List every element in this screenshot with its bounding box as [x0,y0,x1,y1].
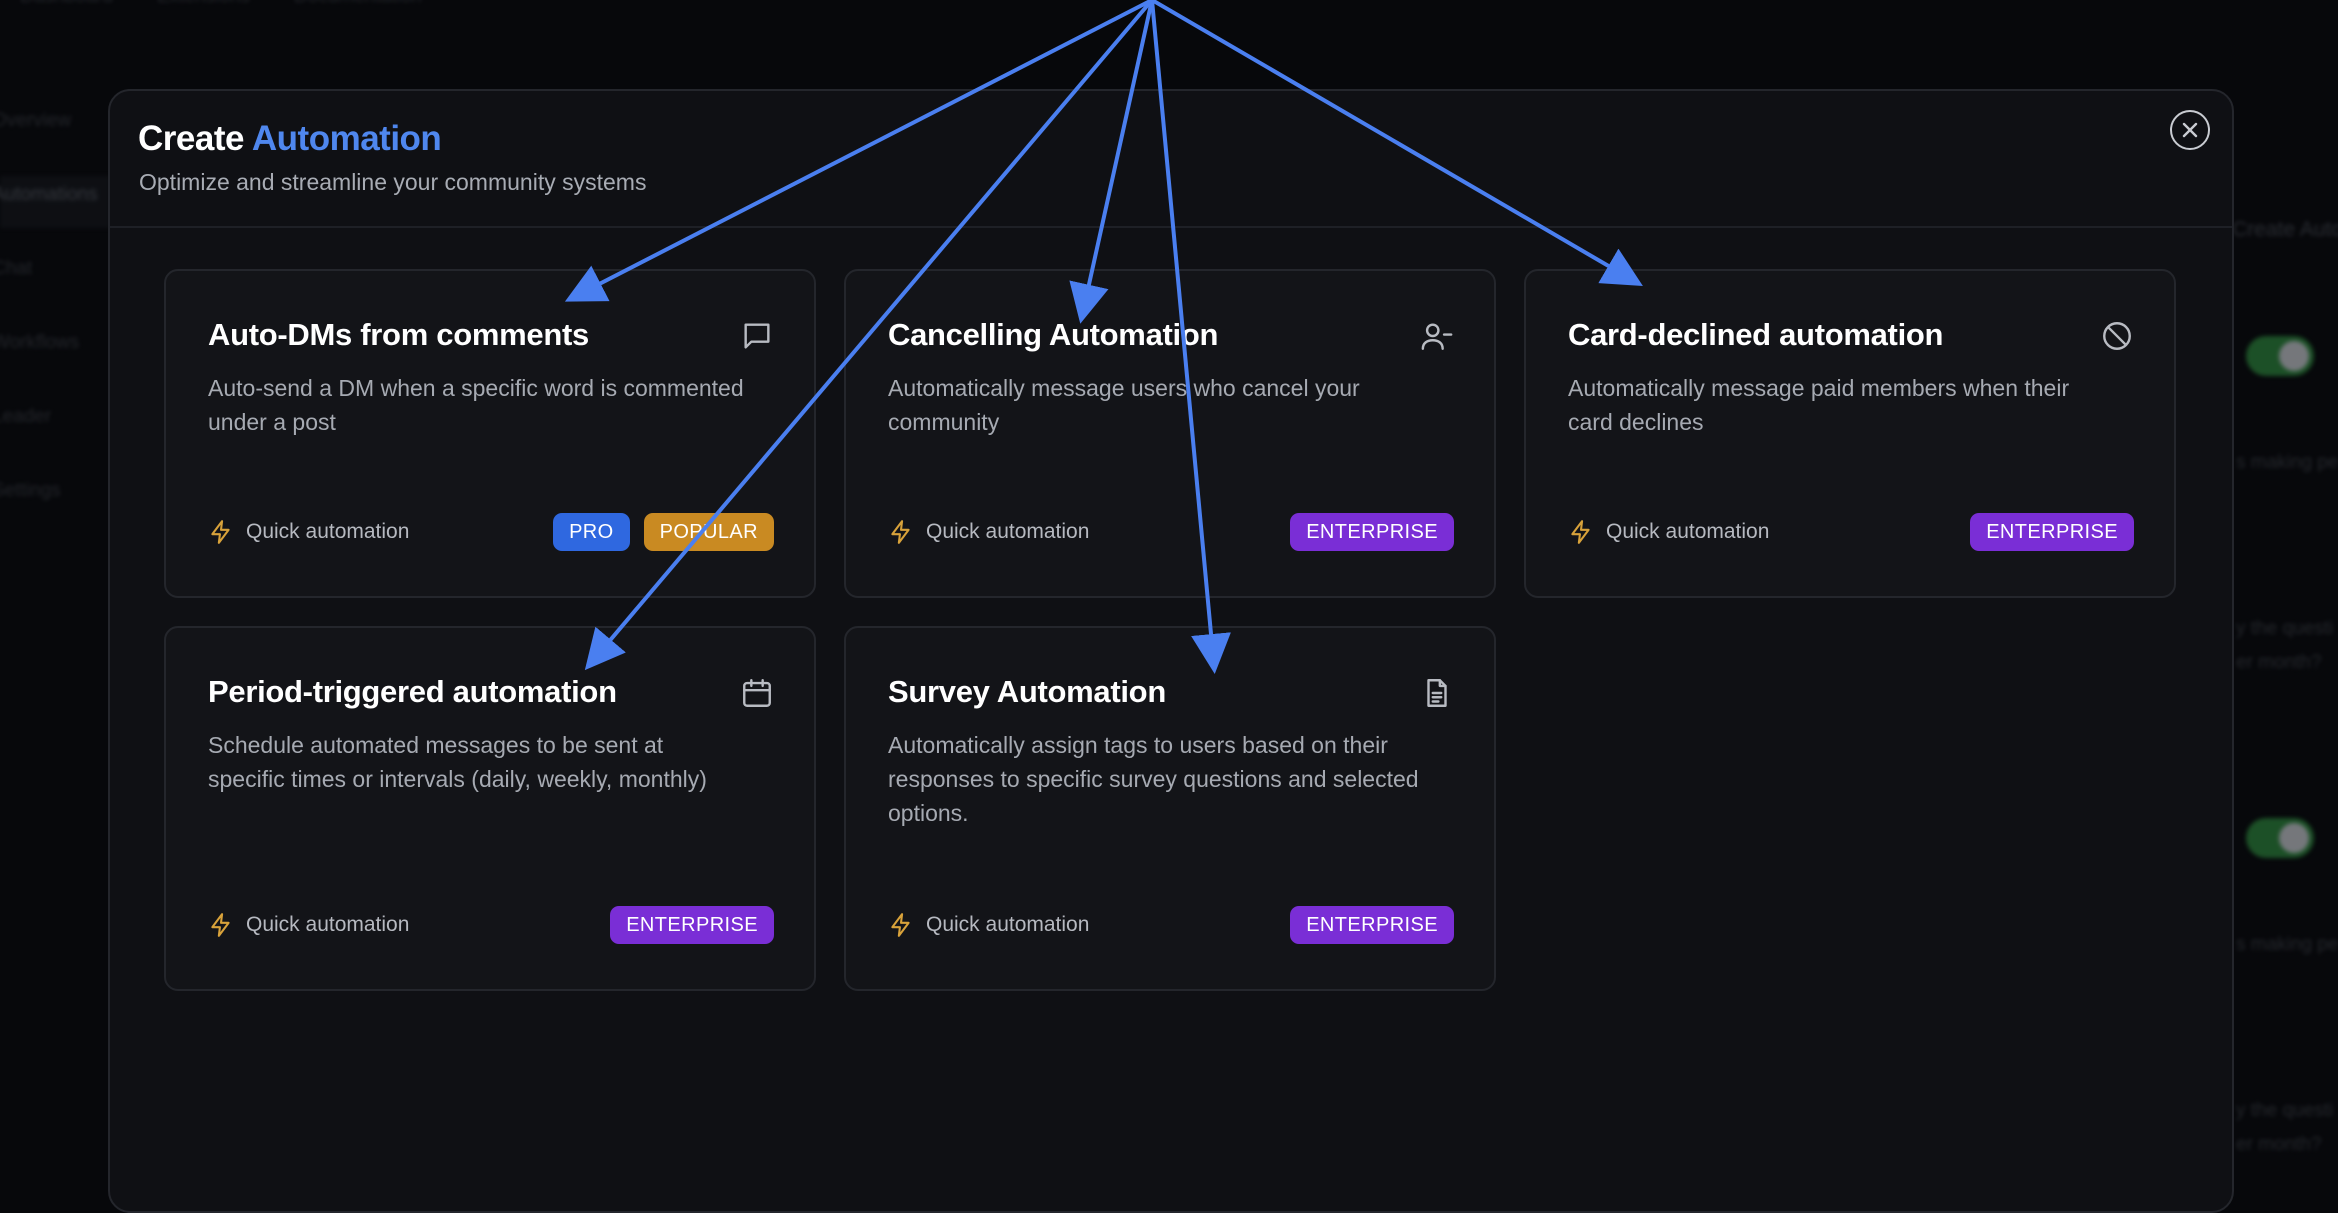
quick-automation: Quick automation [208,519,409,545]
enterprise-badge: ENTERPRISE [1290,513,1454,551]
card-title: Auto-DMs from comments [208,317,589,352]
automation-card-survey[interactable]: Survey Automation Automatically assign t… [844,626,1496,991]
sidebar-item[interactable]: Leader [0,406,52,427]
quick-automation-label: Quick automation [246,913,410,936]
sidebar-item[interactable]: Settings [0,480,61,501]
background-toggle[interactable] [2246,818,2314,858]
background-text: s making pe [2236,934,2338,955]
card-description: Automatically message users who cancel y… [888,375,1360,435]
enterprise-badge: ENTERPRISE [610,906,774,944]
background-text: s making pe [2236,452,2338,473]
background-top-nav: Dashboard Extensions Documentation [20,0,422,8]
nav-item[interactable]: Dashboard [20,0,113,8]
sidebar-item[interactable]: Chat [0,258,33,279]
bolt-icon [211,913,230,937]
card-title: Survey Automation [888,674,1166,709]
enterprise-badge: ENTERPRISE [1970,513,2134,551]
background-text: er month? [2236,1134,2322,1155]
card-footer: Quick automation ENTERPRISE [888,512,1454,552]
background-text: y the questi [2236,618,2334,639]
card-description: Automatically assign tags to users based… [888,732,1419,826]
quick-automation-label: Quick automation [1606,520,1770,543]
card-footer: Quick automation PRO POPULAR [208,512,774,552]
create-automation-modal: Create Automation Optimize and streamlin… [108,89,2234,1213]
sidebar-item[interactable]: Automations [0,184,98,205]
quick-automation: Quick automation [208,912,409,938]
bolt-icon [211,520,230,544]
quick-automation-label: Quick automation [926,913,1090,936]
ban-icon [2103,322,2131,350]
file-text-icon [1427,679,1447,707]
card-description: Automatically message paid members when … [1568,375,2070,435]
card-description: Auto-send a DM when a specific word is c… [208,375,744,435]
quick-automation-label: Quick automation [926,520,1090,543]
sidebar-item[interactable]: Workflows [0,332,80,353]
calendar-icon [743,679,771,707]
modal-title: Create Automation [138,119,442,159]
automation-card-auto-dms[interactable]: Auto-DMs from comments Auto-send a DM wh… [164,269,816,598]
modal-title-prefix: Create [138,119,244,158]
sidebar-item[interactable]: Overview [0,110,72,131]
bolt-icon [891,520,910,544]
quick-automation: Quick automation [888,912,1089,938]
card-title: Cancelling Automation [888,317,1219,352]
quick-automation: Quick automation [1568,519,1769,545]
automation-card-period-triggered[interactable]: Period-triggered automation Schedule aut… [164,626,816,991]
nav-item[interactable]: Documentation [294,0,422,8]
automation-card-cancelling[interactable]: Cancelling Automation Automatically mess… [844,269,1496,598]
quick-automation: Quick automation [888,519,1089,545]
card-footer: Quick automation ENTERPRISE [888,905,1454,945]
background-toggle[interactable] [2246,336,2314,376]
user-minus-icon [1421,323,1453,350]
close-icon [2182,122,2198,138]
card-title: Period-triggered automation [208,674,617,709]
enterprise-badge: ENTERPRISE [1290,906,1454,944]
card-description: Schedule automated messages to be sent a… [208,732,707,792]
modal-header: Create Automation Optimize and streamlin… [110,91,2232,228]
bolt-icon [891,913,910,937]
automation-grid: Auto-DMs from comments Auto-send a DM wh… [164,269,2180,991]
pro-badge: PRO [553,513,630,551]
modal-title-accent: Automation [251,119,442,158]
card-footer: Quick automation ENTERPRISE [1568,512,2134,552]
background-text: er month? [2236,652,2322,673]
message-square-icon [744,323,770,349]
card-footer: Quick automation ENTERPRISE [208,905,774,945]
background-sidebar: Overview Automations Chat Workflows Lead… [0,110,98,502]
close-button[interactable] [2170,110,2210,150]
card-title: Card-declined automation [1568,317,1944,352]
modal-subtitle: Optimize and streamline your community s… [139,169,647,195]
popular-badge: POPULAR [643,513,774,551]
sidebar-active-highlight [0,176,110,228]
background-text: y the questi [2236,1100,2334,1121]
background-create-button[interactable]: Create Automa [2232,218,2338,241]
bolt-icon [1571,520,1590,544]
automation-card-card-declined[interactable]: Card-declined automation Automatically m… [1524,269,2176,598]
nav-item[interactable]: Extensions [157,0,250,8]
quick-automation-label: Quick automation [246,520,410,543]
background-app: Dashboard Extensions Documentation Overv… [0,0,2338,1155]
